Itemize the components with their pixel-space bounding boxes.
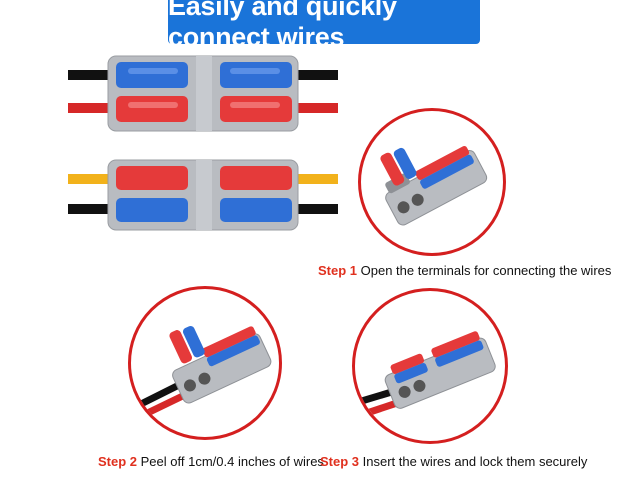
step1-text: Open the terminals for connecting the wi… bbox=[360, 263, 612, 278]
step1-caption: Step 1 Open the terminals for connecting… bbox=[318, 263, 611, 278]
step1-circle bbox=[358, 108, 506, 256]
step3-circle bbox=[352, 288, 508, 444]
step2-connector-image bbox=[131, 325, 272, 425]
step3-text: Insert the wires and lock them securely bbox=[362, 454, 588, 469]
step2-circle bbox=[128, 286, 282, 440]
step2-label: Step 2 bbox=[98, 454, 138, 469]
step1-connector-image bbox=[380, 145, 488, 226]
step2-text: Peel off 1cm/0.4 inches of wires bbox=[140, 454, 324, 469]
banner-title: Easily and quickly connect wires bbox=[168, 0, 397, 52]
step3-label: Step 3 bbox=[320, 454, 360, 469]
step3-caption: Step 3 Insert the wires and lock them se… bbox=[320, 454, 587, 469]
step3-connector-image bbox=[355, 331, 496, 421]
connector-illustration-bottom bbox=[68, 159, 338, 231]
step2-caption: Step 2 Peel off 1cm/0.4 inches of wires bbox=[98, 454, 324, 469]
connector-illustration-top bbox=[68, 55, 338, 132]
title-banner: Easily and quickly connect wires bbox=[168, 0, 480, 52]
step1-label: Step 1 bbox=[318, 263, 358, 278]
